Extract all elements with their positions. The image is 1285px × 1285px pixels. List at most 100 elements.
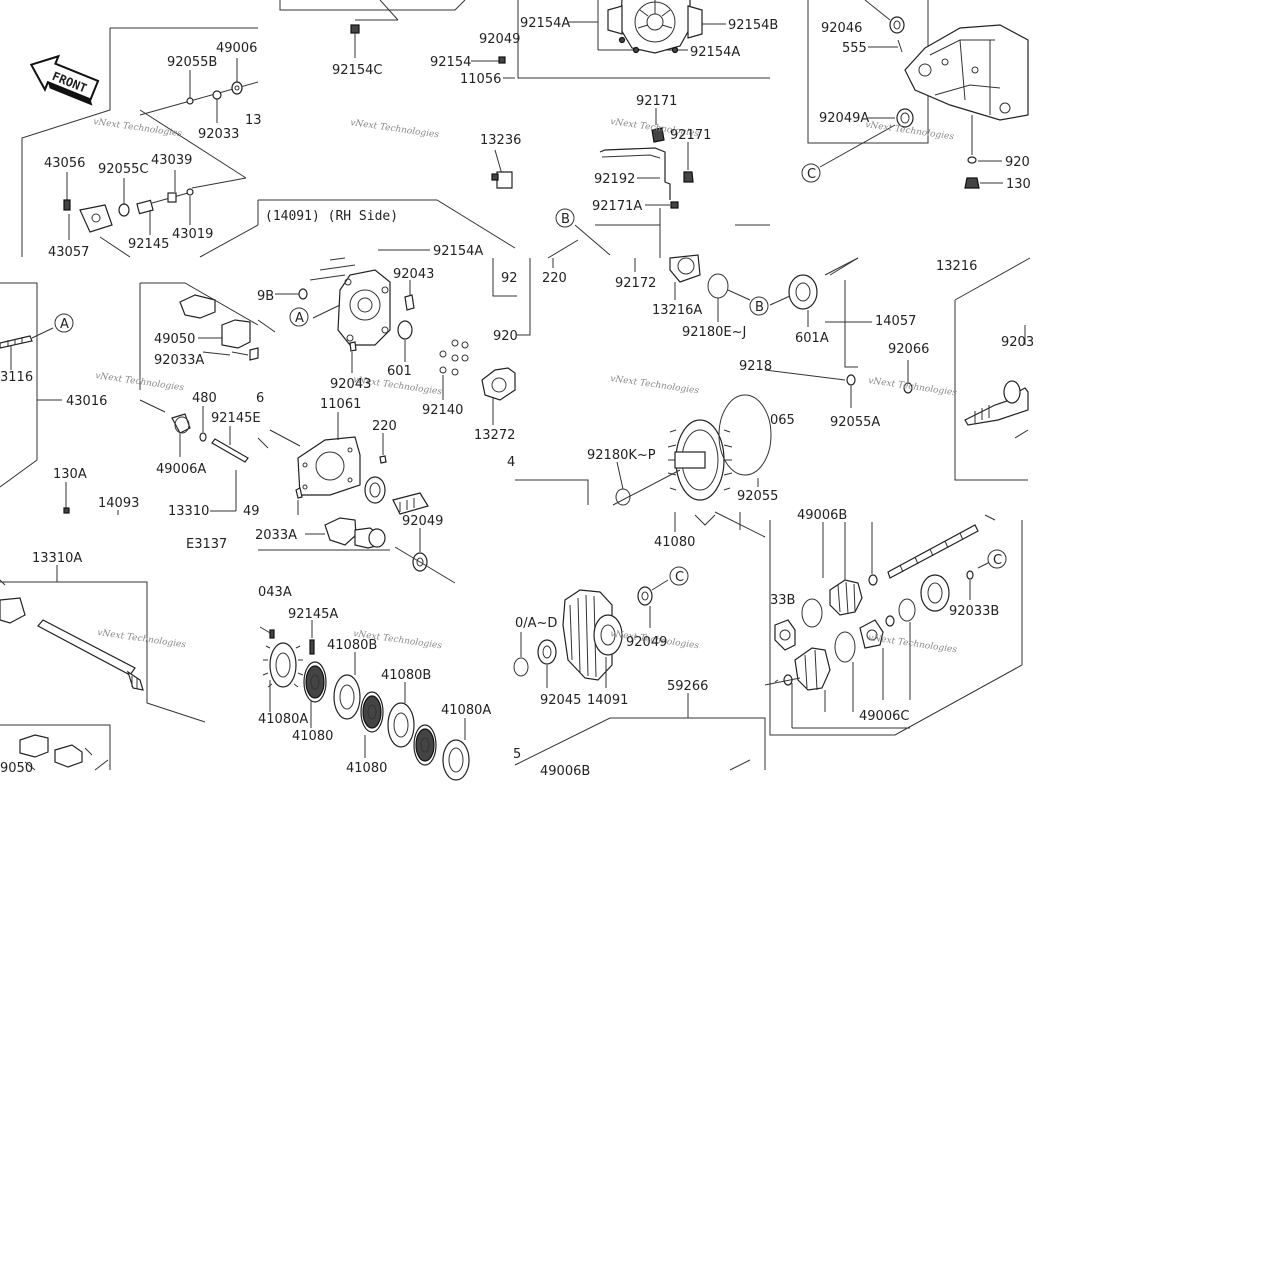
part-group-cover-plate bbox=[295, 412, 429, 515]
label-92-s: 92 bbox=[501, 271, 518, 286]
label-92055B: 92055B bbox=[167, 55, 217, 70]
ref-circle-a-1 bbox=[54, 313, 74, 333]
label-41080-b: 41080 bbox=[346, 761, 387, 776]
label-3116: 3116 bbox=[0, 370, 33, 385]
label-92145: 92145 bbox=[128, 237, 169, 252]
label-043A: 043A bbox=[258, 585, 292, 600]
label-92049-c: 92049 bbox=[626, 635, 667, 650]
label-13310: 13310 bbox=[168, 504, 209, 519]
label-41080A-a: 41080A bbox=[258, 712, 308, 727]
label-92145A: 92145A bbox=[288, 607, 338, 622]
label-9218: 9218 bbox=[739, 359, 772, 374]
label-41080-r: 41080 bbox=[654, 535, 695, 550]
label-59266: 59266 bbox=[667, 679, 708, 694]
label-92192: 92192 bbox=[594, 172, 635, 187]
label-5-cut: 5 bbox=[513, 747, 521, 762]
front-arrow: FRONT bbox=[29, 54, 100, 106]
label-13216A: 13216A bbox=[652, 303, 702, 318]
part-group-axle-assembly bbox=[729, 514, 996, 771]
ref-label-c-1: C bbox=[807, 167, 816, 182]
part-group-top-right-housing bbox=[819, 0, 1029, 189]
label-41080B-b: 41080B bbox=[381, 668, 431, 683]
label-92049-b: 92049 bbox=[402, 514, 443, 529]
label-92055-b: 92055 bbox=[737, 489, 778, 504]
label-43057: 43057 bbox=[48, 245, 89, 260]
label-49006C: 49006C bbox=[859, 709, 909, 724]
label-920-r: 920 bbox=[1005, 155, 1030, 170]
label-220-mid: 220 bbox=[542, 271, 567, 286]
label-13310A: 13310A bbox=[32, 551, 82, 566]
ref-label-a-1: A bbox=[60, 317, 69, 332]
label-0AD: 0/A~D bbox=[515, 616, 557, 631]
label-33B: 33B bbox=[770, 593, 795, 608]
label-49006B-t: 49006B bbox=[797, 508, 847, 523]
label-13236: 13236 bbox=[480, 133, 521, 148]
label-92055C: 92055C bbox=[98, 162, 148, 177]
label-92033A-a: 92033A bbox=[154, 353, 204, 368]
label-92171-b: 92171 bbox=[670, 128, 711, 143]
part-group-transfer-case bbox=[179, 249, 516, 425]
label-rh-side: (14091) (RH Side) bbox=[265, 209, 398, 224]
watermark-2: vNext Technologies bbox=[350, 118, 440, 140]
label-601: 601 bbox=[387, 364, 412, 379]
label-92180EJ: 92180E~J bbox=[682, 325, 746, 340]
watermark-8: vNext Technologies bbox=[868, 376, 958, 398]
label-49050-a: 49050 bbox=[154, 332, 195, 347]
label-92154C: 92154C bbox=[332, 63, 382, 78]
part-group-top-cover bbox=[568, 0, 726, 54]
watermarks: vNext Technologies vNext Technologies vN… bbox=[93, 117, 958, 655]
label-49006A: 49006A bbox=[156, 462, 206, 477]
ref-circle-c-1 bbox=[801, 163, 821, 183]
label-92043-a: 92043 bbox=[393, 267, 434, 282]
label-920-s: 920 bbox=[493, 329, 518, 344]
label-13-top: 13 bbox=[245, 113, 262, 128]
label-4-cut: 4 bbox=[507, 455, 515, 470]
label-601A: 601A bbox=[795, 331, 829, 346]
label-92043-b: 92043 bbox=[330, 377, 371, 392]
label-92145E: 92145E bbox=[211, 411, 261, 426]
label-43016: 43016 bbox=[66, 394, 107, 409]
label-92049-top: 92049 bbox=[479, 32, 520, 47]
label-92172: 92172 bbox=[615, 276, 656, 291]
part-group-right-shaft bbox=[764, 325, 1029, 439]
label-92055A: 92055A bbox=[830, 415, 880, 430]
watermark-1: vNext Technologies bbox=[93, 117, 183, 139]
ref-circle-a-2 bbox=[289, 307, 309, 327]
ref-label-b-2: B bbox=[755, 300, 764, 315]
ref-circle-b-1 bbox=[555, 208, 575, 228]
label-14091: 14091 bbox=[587, 693, 628, 708]
watermark-9: vNext Technologies bbox=[97, 628, 187, 650]
label-2033A: 2033A bbox=[255, 528, 297, 543]
label-92045: 92045 bbox=[540, 693, 581, 708]
watermark-12: vNext Technologies bbox=[868, 633, 958, 655]
part-group-lower-yoke bbox=[305, 517, 456, 584]
label-92154B: 92154B bbox=[728, 18, 778, 33]
label-92049A: 92049A bbox=[819, 111, 869, 126]
ref-label-a-2: A bbox=[295, 311, 304, 326]
label-220-b: 220 bbox=[372, 419, 397, 434]
label-43039: 43039 bbox=[151, 153, 192, 168]
ref-circle-c-3 bbox=[987, 549, 1007, 569]
part-labels: (14091) (RH Side) E3137 49006 92055B 920… bbox=[0, 16, 1034, 779]
label-49006-top: 49006 bbox=[216, 41, 257, 56]
part-group-propshaft bbox=[0, 565, 144, 771]
ref-label-c-3: C bbox=[993, 553, 1002, 568]
part-group-clutch-plates bbox=[259, 620, 470, 781]
label-92154A-1: 92154A bbox=[520, 16, 570, 31]
label-92154-l: 92154 bbox=[430, 55, 471, 70]
label-92171A: 92171A bbox=[592, 199, 642, 214]
label-9050: 9050 bbox=[0, 761, 33, 776]
label-43019: 43019 bbox=[172, 227, 213, 242]
label-14057: 14057 bbox=[875, 314, 916, 329]
label-480: 480 bbox=[192, 391, 217, 406]
panel-borders bbox=[0, 0, 1031, 770]
label-92154A-c: 92154A bbox=[433, 244, 483, 259]
part-group-top-left bbox=[63, 58, 259, 258]
label-130-r: 130 bbox=[1006, 177, 1031, 192]
part-group-top-center bbox=[350, 0, 515, 189]
label-9B: 9B bbox=[257, 289, 274, 304]
part-group-left-shaft bbox=[0, 327, 62, 401]
label-41080B-a: 41080B bbox=[327, 638, 377, 653]
label-92171-a: 92171 bbox=[636, 94, 677, 109]
